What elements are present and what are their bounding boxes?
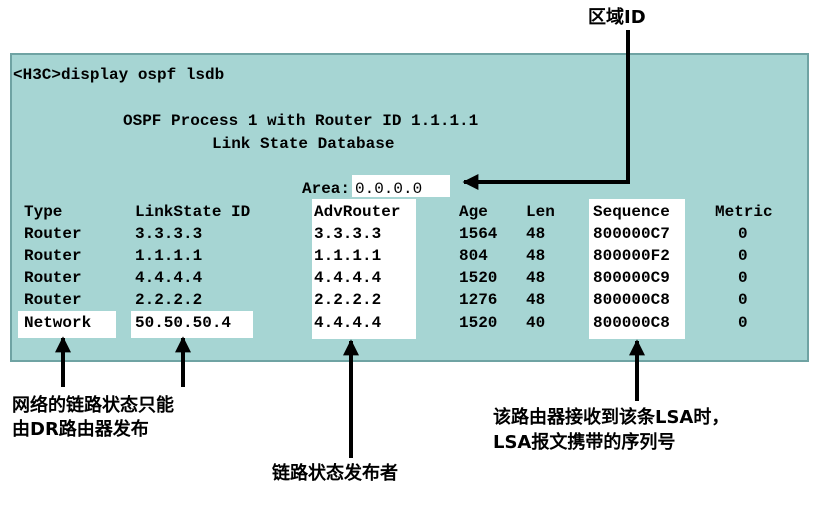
table-cell: 0 — [738, 291, 748, 309]
database-title: Link State Database — [212, 135, 395, 153]
table-cell: 1520 — [459, 269, 498, 287]
table-cell: 40 — [526, 314, 546, 332]
table-cell: Network — [24, 314, 92, 332]
table-cell: 50.50.50.4 — [135, 314, 232, 332]
table-cell: 1.1.1.1 — [314, 247, 382, 265]
column-header-len: Len — [526, 203, 555, 221]
area-value-highlight — [352, 175, 450, 197]
sequence-note-line-2: LSA报文携带的序列号 — [493, 432, 676, 453]
command-line: <H3C>display ospf lsdb — [13, 66, 225, 84]
table-cell: 0 — [738, 269, 748, 287]
table-cell: 48 — [526, 247, 546, 265]
table-cell: 3.3.3.3 — [135, 225, 203, 243]
table-cell: 800000C9 — [593, 269, 670, 287]
table-cell: 48 — [526, 269, 546, 287]
table-cell: 4.4.4.4 — [135, 269, 203, 287]
table-cell: 0 — [738, 314, 748, 332]
table-cell: 48 — [526, 225, 546, 243]
table-cell: 2.2.2.2 — [135, 291, 203, 309]
table-cell: Router — [24, 225, 82, 243]
table-cell: 3.3.3.3 — [314, 225, 382, 243]
table-cell: 800000C8 — [593, 291, 670, 309]
table-cell: 0 — [738, 247, 748, 265]
table-cell: 4.4.4.4 — [314, 269, 382, 287]
table-cell: 1.1.1.1 — [135, 247, 203, 265]
area-value: 0.0.0.0 — [355, 180, 423, 198]
area-arrow — [462, 30, 630, 190]
table-cell: 1276 — [459, 291, 498, 309]
table-cell: Router — [24, 291, 82, 309]
table-cell: 800000F2 — [593, 247, 670, 265]
table-cell: Router — [24, 247, 82, 265]
table-cell: 4.4.4.4 — [314, 314, 382, 332]
advrouter-column-highlight — [312, 199, 416, 339]
table-cell: 1564 — [459, 225, 498, 243]
column-header-type: Type — [24, 203, 63, 221]
area-id-annotation: 区域ID — [588, 7, 646, 28]
sequence-note-line-1: 该路由器接收到该条LSA时， — [493, 407, 730, 428]
network-note-line-1: 网络的链路状态只能 — [12, 395, 174, 416]
network-id-highlight — [131, 311, 253, 338]
sequence-column-highlight — [589, 199, 685, 339]
table-cell: 804 — [459, 247, 488, 265]
column-header-linkstate-id: LinkState ID — [135, 203, 251, 221]
network-type-highlight — [18, 311, 116, 338]
table-cell: 0 — [738, 225, 748, 243]
column-header-advrouter: AdvRouter — [314, 203, 401, 221]
advertiser-annotation: 链路状态发布者 — [272, 463, 398, 484]
table-cell: 800000C8 — [593, 314, 670, 332]
area-label: Area: — [302, 180, 351, 198]
network-note-line-2: 由DR路由器发布 — [12, 419, 149, 440]
table-cell: 1520 — [459, 314, 498, 332]
process-line: OSPF Process 1 with Router ID 1.1.1.1 — [123, 112, 479, 130]
column-header-age: Age — [459, 203, 488, 221]
column-header-sequence: Sequence — [593, 203, 670, 221]
table-cell: Router — [24, 269, 82, 287]
table-cell: 48 — [526, 291, 546, 309]
table-cell: 2.2.2.2 — [314, 291, 382, 309]
table-cell: 800000C7 — [593, 225, 670, 243]
column-header-metric: Metric — [715, 203, 773, 221]
